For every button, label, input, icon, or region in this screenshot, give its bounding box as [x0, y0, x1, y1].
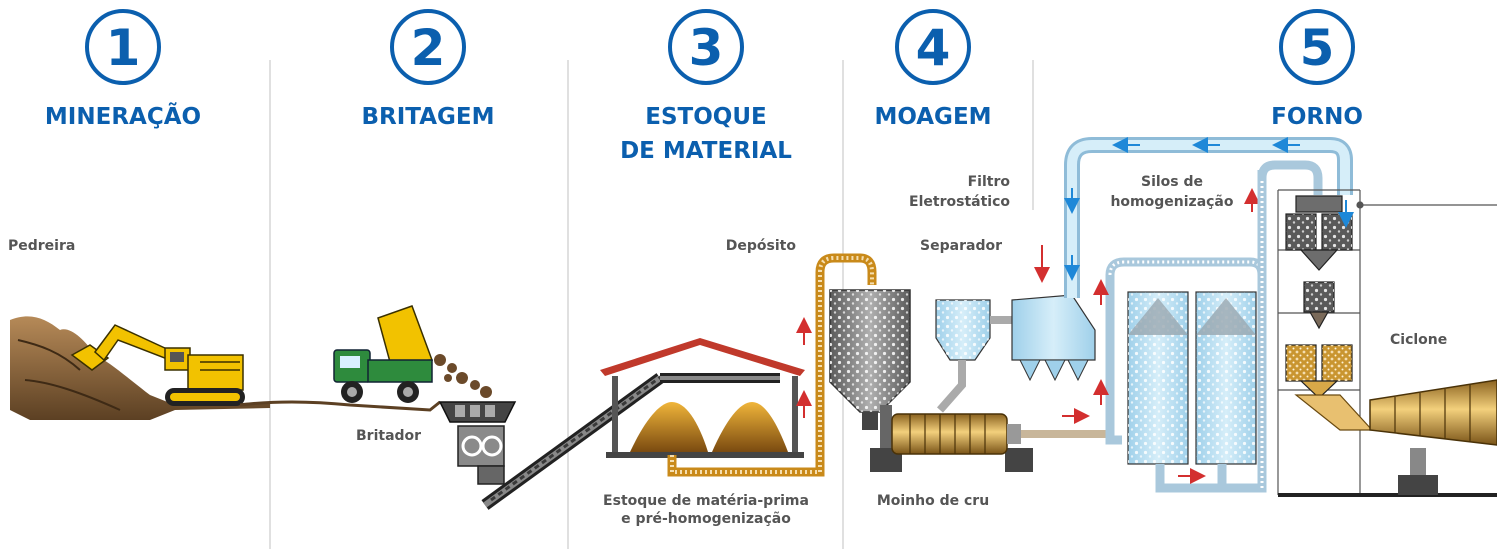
stage-1-number: 1 [106, 19, 141, 77]
crusher-icon [438, 401, 517, 485]
stage-3-number-circle [668, 9, 744, 85]
stage-1-header: 1 MINERAÇÃO [45, 9, 201, 130]
material-pipe [667, 253, 877, 477]
stage-4-number-circle [895, 9, 971, 85]
label-ciclone: Ciclone [1390, 332, 1447, 348]
label-moinho: Moinho de cru [877, 493, 989, 509]
label-filtro-line1: Filtro [968, 174, 1011, 190]
stage-2-header: 2 BRITAGEM [362, 9, 495, 130]
cyclone-tower-icon [1285, 195, 1374, 431]
separator-icon [935, 299, 1012, 413]
silo-icon [829, 289, 911, 430]
stage-2-title: BRITAGEM [362, 104, 495, 130]
label-silos-line2: homogenização [1110, 194, 1233, 210]
label-silos-line1: Silos de [1141, 174, 1203, 190]
stage-2-number-circle [390, 9, 466, 85]
label-separador: Separador [920, 238, 1002, 254]
label-britador: Britador [356, 428, 421, 444]
stage-1-number-circle [85, 9, 161, 85]
kiln-icon [1369, 379, 1497, 495]
stage-3-title-line1: ESTOQUE [645, 104, 766, 130]
stage-5-number: 5 [1300, 19, 1335, 77]
excavator-icon [70, 324, 245, 406]
stage-5-title: FORNO [1271, 104, 1363, 130]
dump-truck-icon [333, 305, 492, 403]
stage-5-header: 5 FORNO [1271, 9, 1363, 130]
label-pedreira: Pedreira [8, 238, 75, 254]
filter-icon [1011, 294, 1096, 382]
stage-3-title-line2: DE MATERIAL [620, 138, 792, 164]
stage-5-number-circle [1279, 9, 1355, 85]
stage-dividers [269, 60, 1034, 549]
quarry-rock [10, 316, 270, 420]
storage-shed-icon [600, 338, 805, 458]
label-filtro-line2: Eletrostático [909, 194, 1010, 210]
stage-4-title: MOAGEM [874, 104, 991, 130]
stage-1-title: MINERAÇÃO [45, 102, 201, 130]
stage-3-header: 3 ESTOQUE DE MATERIAL [620, 9, 792, 164]
mill-icon [870, 405, 1110, 472]
stage-4-header: 4 MOAGEM [874, 9, 992, 130]
stage-3-number: 3 [689, 19, 724, 77]
label-estoque-line2: e pré-homogenização [621, 511, 791, 527]
label-estoque-line1: Estoque de matéria-prima [603, 493, 809, 509]
label-deposito: Depósito [726, 238, 797, 254]
stage-4-number: 4 [916, 19, 951, 77]
homogenization-silos [1105, 160, 1323, 493]
stage-2-number: 2 [411, 19, 446, 77]
ground-road [239, 400, 441, 412]
conveyor-icon [481, 373, 780, 510]
